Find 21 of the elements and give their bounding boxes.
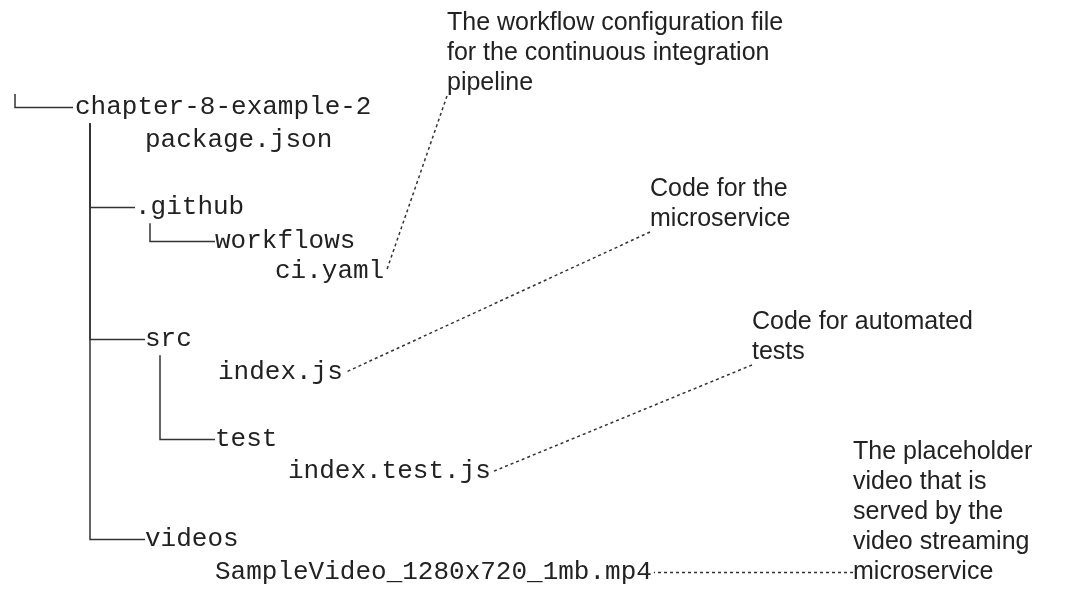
tree-line bbox=[89, 122, 146, 541]
file-name: ci.yaml bbox=[275, 256, 385, 288]
tree-line bbox=[14, 93, 74, 109]
file-name: SampleVideo_1280x720_1mb.mp4 bbox=[215, 557, 652, 589]
file-name: package.json bbox=[145, 125, 333, 157]
callout-text: Code for automated tests bbox=[752, 305, 977, 365]
file-name: index.test.js bbox=[288, 456, 491, 488]
file-name: index.js bbox=[218, 357, 343, 389]
folder-name: .github bbox=[135, 192, 245, 224]
callout-text: Code for the microservice bbox=[650, 172, 865, 232]
callout-text: The placeholder video that is served by the video streaming microservice bbox=[853, 435, 1068, 585]
callout-text: The workflow configuration file for the continuous integration pipeline bbox=[447, 6, 797, 96]
folder-name: workflows bbox=[215, 226, 356, 258]
folder-name: src bbox=[145, 324, 192, 356]
folder-name: chapter-8-example-2 bbox=[75, 92, 372, 124]
folder-name: test bbox=[215, 424, 278, 456]
folder-name: videos bbox=[145, 524, 239, 556]
tree-line bbox=[149, 222, 216, 243]
leader-line bbox=[653, 571, 854, 574]
leader-line bbox=[492, 364, 753, 473]
tree-line bbox=[159, 354, 216, 441]
